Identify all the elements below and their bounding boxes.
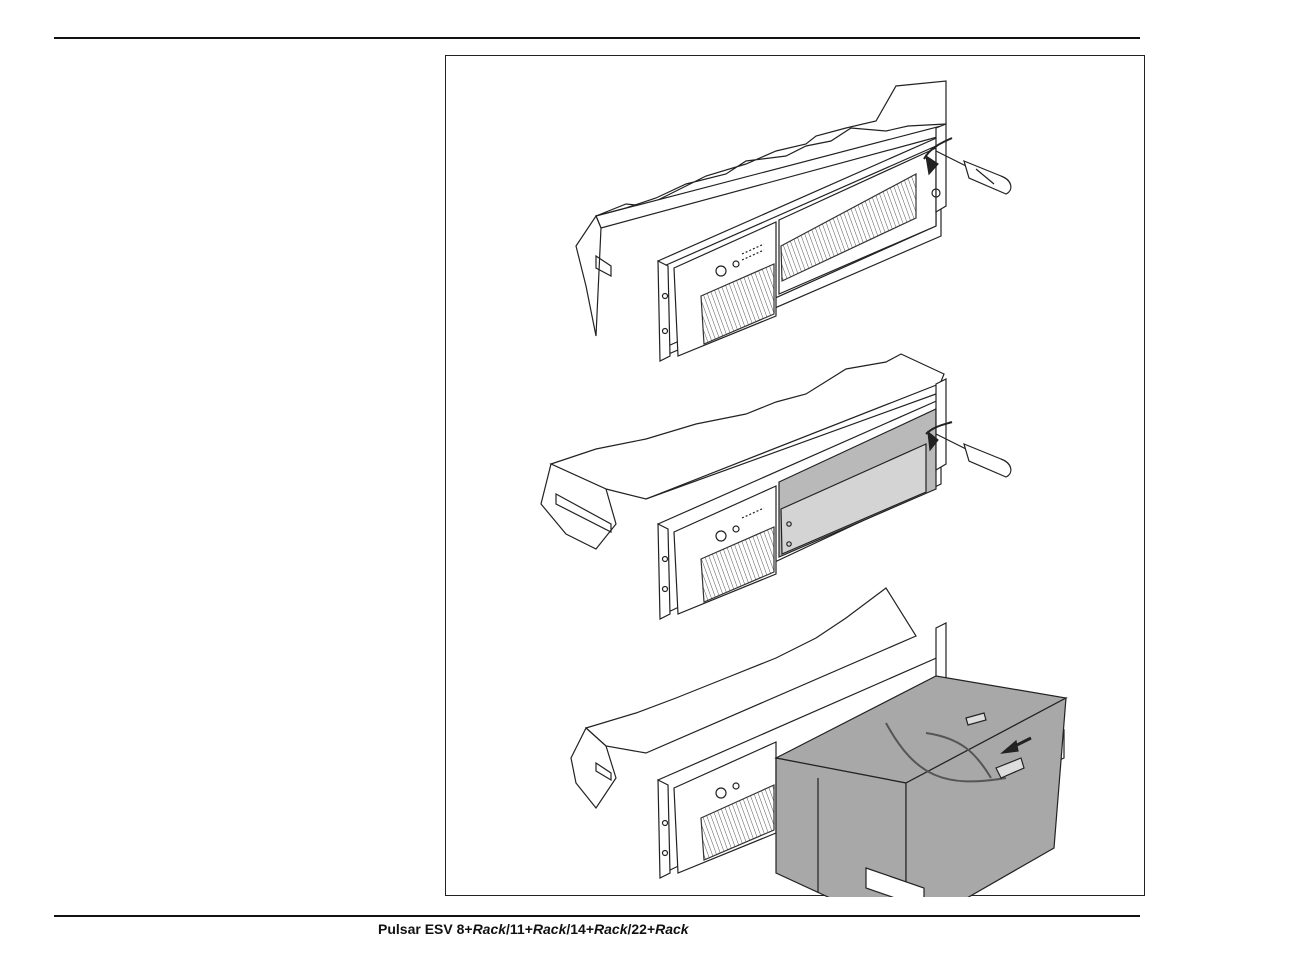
header-rule <box>54 37 1140 39</box>
footer-part: /14+ <box>566 921 594 937</box>
illustration-frame <box>445 55 1145 896</box>
step-3-slide-out-battery <box>571 588 1066 897</box>
step-1-unscrew-front-panel <box>576 81 1011 361</box>
footer-part: Rack <box>655 921 688 937</box>
footer-part: /11+ <box>506 921 533 937</box>
footer-part: Rack <box>473 921 506 937</box>
footer-part: Rack <box>594 921 627 937</box>
footer-product-name: Pulsar ESV 8+Rack/11+Rack/14+Rack/22+Rac… <box>378 921 689 937</box>
footer-part: /22+ <box>627 921 655 937</box>
step-2-unscrew-battery-cover <box>541 354 1011 619</box>
footer-part: Rack <box>533 921 566 937</box>
battery-replacement-illustration <box>446 56 1146 897</box>
screwdriver-icon <box>936 151 1011 194</box>
footer-product-prefix: Pulsar ESV 8+ <box>378 921 473 937</box>
footer-rule <box>54 915 1140 917</box>
screwdriver-icon <box>936 434 1011 477</box>
